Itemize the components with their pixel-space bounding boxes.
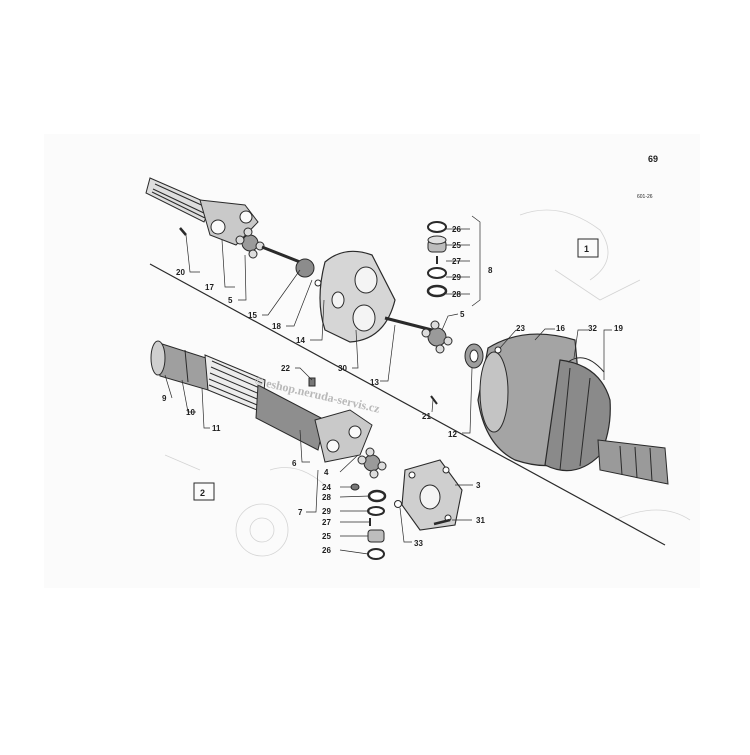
group-box-1 <box>577 238 599 258</box>
label-25-upper: 25 <box>452 241 461 250</box>
washer-33 <box>394 500 402 508</box>
label-5-upper: 5 <box>228 296 233 305</box>
label-26-lower: 26 <box>322 546 331 555</box>
label-9: 9 <box>162 394 167 403</box>
label-7: 7 <box>298 508 303 517</box>
group-box-2 <box>193 482 215 501</box>
intermediate-shaft <box>261 245 301 264</box>
label-18: 18 <box>272 322 281 331</box>
label-10: 10 <box>186 408 195 417</box>
pin-20 <box>179 227 187 236</box>
label-22: 22 <box>281 364 290 373</box>
label-4: 4 <box>324 468 329 477</box>
rubber-boot-19 <box>544 359 611 472</box>
clamp-32 <box>567 357 605 373</box>
ghost-sketches <box>164 209 691 557</box>
ball-joint <box>295 258 315 278</box>
section-divider-line <box>149 263 666 546</box>
label-8: 8 <box>488 266 493 275</box>
label-14: 14 <box>296 336 305 345</box>
label-26-upper: 26 <box>452 225 461 234</box>
leader-lines <box>164 228 612 555</box>
label-33: 33 <box>414 539 423 548</box>
label-11: 11 <box>212 424 221 433</box>
splined-input-shaft <box>145 177 213 223</box>
grease-fitting-22 <box>308 377 316 387</box>
label-15: 15 <box>248 311 257 320</box>
bracket-8 <box>471 215 481 307</box>
page-number: 69 <box>648 154 658 164</box>
label-29-upper: 29 <box>452 273 461 282</box>
lower-shaft-6 <box>255 384 326 451</box>
group-number-2: 2 <box>200 488 205 498</box>
label-16: 16 <box>556 324 565 333</box>
paper-page <box>44 134 700 588</box>
bolt-31 <box>433 518 451 526</box>
label-13: 13 <box>370 378 379 387</box>
drawing-code: 601-26 <box>637 194 653 200</box>
label-30: 30 <box>338 364 347 373</box>
label-31: 31 <box>476 516 485 525</box>
upper-yoke <box>199 199 259 246</box>
label-20: 20 <box>176 268 185 277</box>
universal-joint-cross-upper <box>235 227 265 259</box>
label-23: 23 <box>516 324 525 333</box>
label-21: 21 <box>422 412 431 421</box>
label-24: 24 <box>322 483 331 492</box>
label-32: 32 <box>588 324 597 333</box>
label-19: 19 <box>614 324 623 333</box>
label-27-lower: 27 <box>322 518 331 527</box>
lower-yoke <box>314 409 373 463</box>
flange-3 <box>401 459 463 531</box>
label-17: 17 <box>205 283 214 292</box>
ring-23 <box>494 346 502 354</box>
universal-joint-cross-middle <box>421 320 453 354</box>
label-27-upper: 27 <box>452 257 461 266</box>
bearing-stack-upper <box>426 221 448 298</box>
label-6: 6 <box>292 459 297 468</box>
part-labels: 20 17 5 15 18 14 30 13 5 26 25 27 29 28 … <box>162 225 623 555</box>
label-5-middle: 5 <box>460 310 465 319</box>
output-shaft <box>597 439 669 485</box>
label-25-lower: 25 <box>322 532 331 541</box>
shaft-30 <box>384 316 433 332</box>
label-28-upper: 28 <box>452 290 461 299</box>
label-3: 3 <box>476 481 481 490</box>
universal-joint-cross-lower <box>357 447 387 479</box>
label-28-lower: 28 <box>322 493 331 502</box>
label-12: 12 <box>448 430 457 439</box>
joint-housing-14 <box>319 250 396 343</box>
label-29-lower: 29 <box>322 507 331 516</box>
pin-21 <box>430 395 438 405</box>
group-number-1: 1 <box>584 244 589 254</box>
coupling-ring-12 <box>464 343 484 369</box>
sliding-sleeve <box>150 340 209 391</box>
